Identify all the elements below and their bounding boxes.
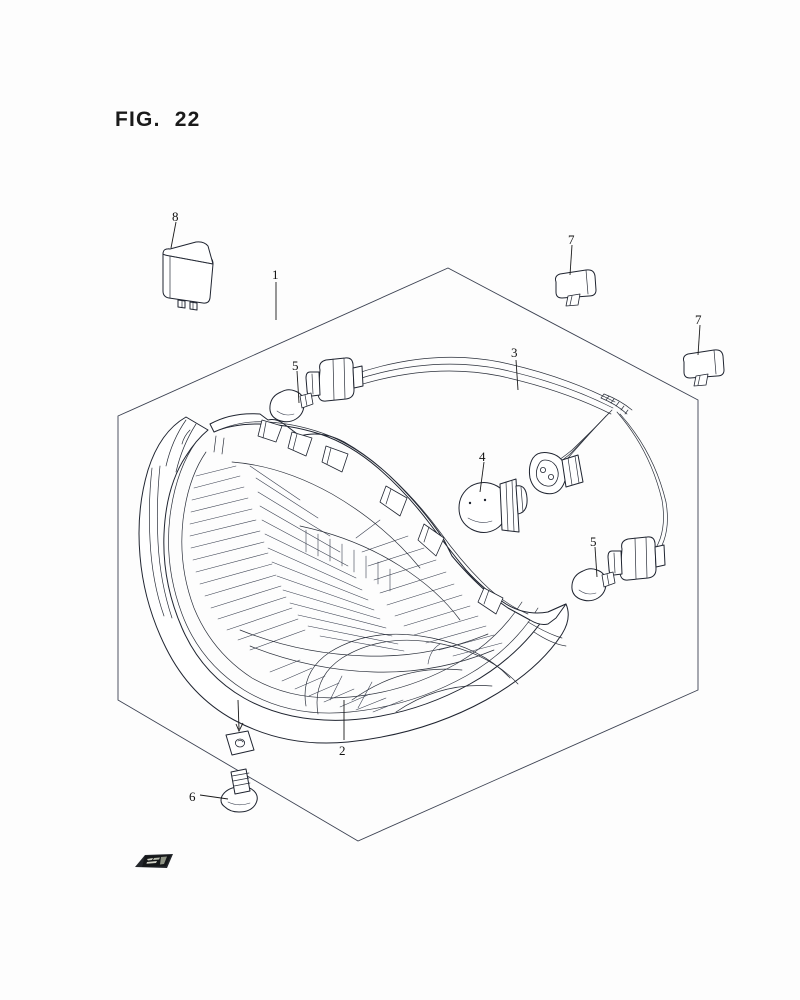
leader-line-6 [199, 794, 229, 800]
leader-line-5-lower [594, 546, 598, 578]
brand-badge-icon [135, 854, 173, 868]
connector-socket-3prong [528, 452, 584, 495]
part-4-headlamp-bulb [458, 478, 528, 533]
lens-hatching [189, 465, 503, 713]
part-5-bulb-upper [269, 389, 314, 423]
callout-number-8: 8 [172, 209, 179, 224]
callout-number-2: 2 [339, 743, 346, 758]
group-boundary-hexagon [117, 267, 699, 842]
part-1-headlamp-assembly [138, 413, 569, 744]
part-8-relay-unit [162, 241, 214, 311]
part-7-clip-upper [555, 269, 597, 307]
square-nut [225, 730, 255, 756]
callout-number-3: 3 [511, 345, 518, 360]
part-5-bulb-lower [571, 568, 616, 602]
leader-line-4 [479, 461, 485, 493]
part-7-clip-lower [683, 349, 725, 387]
callout-number-7-upper: 7 [568, 232, 575, 247]
callout-number-5-upper: 5 [292, 358, 299, 373]
part-6-screw [220, 768, 258, 813]
leader-line-5-upper [296, 370, 300, 404]
callout-number-1: 1 [272, 267, 279, 282]
callout-number-4: 4 [479, 449, 486, 464]
figure-title: FIG. 22 [115, 108, 201, 131]
callout-number-7-lower: 7 [695, 312, 702, 327]
callout-number-5-lower: 5 [590, 534, 597, 549]
leader-line-7-upper [569, 244, 573, 276]
callout-number-6: 6 [189, 789, 196, 804]
leader-line-7-lower [697, 324, 701, 356]
leader-line-3 [515, 359, 519, 391]
part-3-wiring-harness [351, 356, 668, 560]
leader-line-8 [170, 221, 177, 249]
leader-line-nut [235, 699, 244, 733]
part-5-socket-lower [607, 536, 666, 581]
part-5-socket-upper [305, 357, 364, 402]
